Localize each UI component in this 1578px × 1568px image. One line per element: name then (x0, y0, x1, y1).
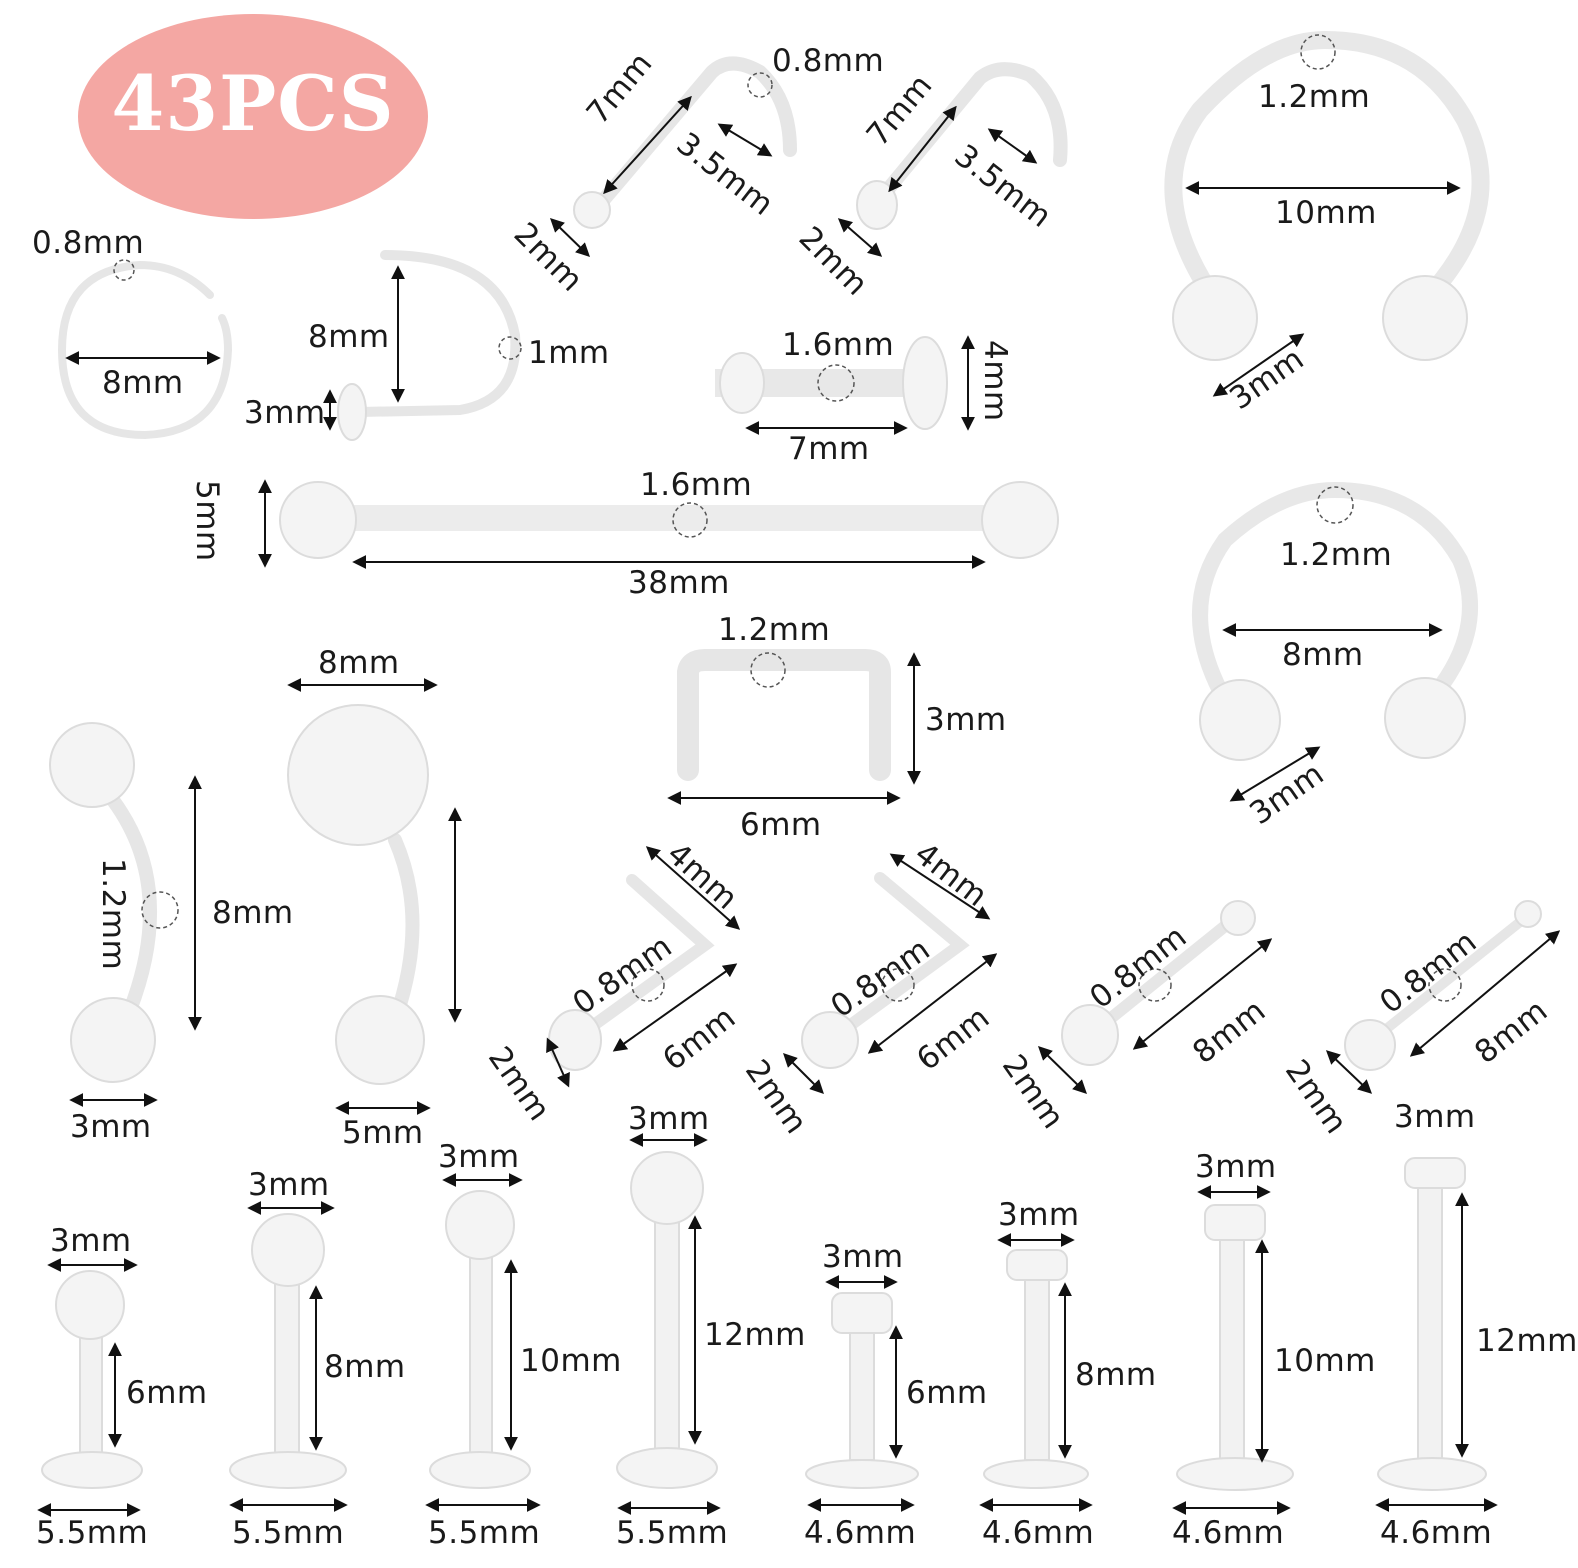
hook-gauge-label: 1mm (528, 335, 610, 371)
quantity-badge-text: 43PCS (111, 59, 395, 148)
staple-width-label: 6mm (740, 807, 822, 843)
nose-screw-1-gauge-label: 0.8mm (772, 43, 885, 79)
horseshoe-large (1164, 30, 1490, 309)
labret-ball-1-length-label: 6mm (126, 1375, 208, 1411)
labret-ball-3-top-label: 3mm (438, 1139, 520, 1175)
hook-piece (355, 250, 521, 417)
industrial-gauge-label: 1.6mm (640, 467, 753, 503)
dimension-lines (37, 95, 1561, 1517)
hook-height-label: 8mm (308, 319, 390, 355)
quantity-badge (78, 14, 428, 219)
nose-screw-2 (868, 62, 1068, 212)
eyebrow-gauge-label: 1.2mm (95, 858, 131, 971)
labret-flat-1-length-label: 6mm (906, 1375, 988, 1411)
labret-ball-1-base-label: 5.5mm (36, 1515, 149, 1551)
staple-height-label: 3mm (925, 702, 1007, 738)
labret-flat-3-top-label: 3mm (1195, 1149, 1277, 1185)
industrial-length-label: 38mm (628, 565, 730, 601)
horseshoe-large-gauge-label: 1.2mm (1258, 79, 1371, 115)
labret-flat-2-base-label: 4.6mm (982, 1515, 1095, 1551)
horseshoe-large-diameter-label: 10mm (1275, 195, 1377, 231)
nose-screw-1 (588, 56, 797, 217)
labret-ball-4-base-label: 5.5mm (616, 1515, 729, 1551)
retainer-gauge-label: 1.6mm (782, 327, 895, 363)
labret-flat-4-base-label: 4.6mm (1380, 1515, 1493, 1551)
staple (677, 649, 891, 781)
belly-top-ball-label: 8mm (318, 645, 400, 681)
hoop-diameter-label: 8mm (102, 365, 184, 401)
labret-ball-3-base-label: 5.5mm (428, 1515, 541, 1551)
labret-row (41, 1151, 1487, 1491)
labret-flat-3-length-label: 10mm (1274, 1343, 1376, 1379)
staple-gauge-label: 1.2mm (718, 612, 831, 648)
retainer-length-label: 7mm (788, 431, 870, 467)
labret-flat-4-length-label: 12mm (1476, 1323, 1578, 1359)
labret-flat-2-length-label: 8mm (1075, 1357, 1157, 1393)
belly-bar (388, 833, 420, 1027)
labret-ball-2-base-label: 5.5mm (232, 1515, 345, 1551)
horseshoe-small (1192, 481, 1478, 708)
hook-disc-label: 3mm (244, 395, 326, 431)
labret-flat-2-top-label: 3mm (998, 1197, 1080, 1233)
eyebrow-length-label: 8mm (212, 895, 294, 931)
retainer-disc-label: 4mm (977, 340, 1013, 422)
labret-ball-3-length-label: 10mm (520, 1343, 622, 1379)
belly-bottom-ball-label: 5mm (342, 1115, 424, 1151)
labret-ball-4-top-label: 3mm (628, 1101, 710, 1137)
labret-flat-1-base-label: 4.6mm (804, 1515, 917, 1551)
labret-ball-2-top-label: 3mm (248, 1167, 330, 1203)
eyebrow-ball-label: 3mm (70, 1109, 152, 1145)
industrial-ball-label: 5mm (189, 480, 225, 562)
labret-flat-4-top-label: 3mm (1394, 1099, 1476, 1135)
horseshoe-small-gauge-label: 1.2mm (1280, 537, 1393, 573)
hoop-gauge-label: 0.8mm (32, 225, 145, 261)
nose-hoop (57, 260, 233, 440)
horseshoe-small-diameter-label: 8mm (1282, 637, 1364, 673)
labret-ball-2-length-label: 8mm (324, 1349, 406, 1385)
eyebrow-bar (98, 783, 157, 1017)
labret-ball-1-top-label: 3mm (50, 1223, 132, 1259)
labret-ball-4-length-label: 12mm (704, 1317, 806, 1353)
labret-flat-3-base-label: 4.6mm (1172, 1515, 1285, 1551)
labret-flat-1-top-label: 3mm (822, 1239, 904, 1275)
